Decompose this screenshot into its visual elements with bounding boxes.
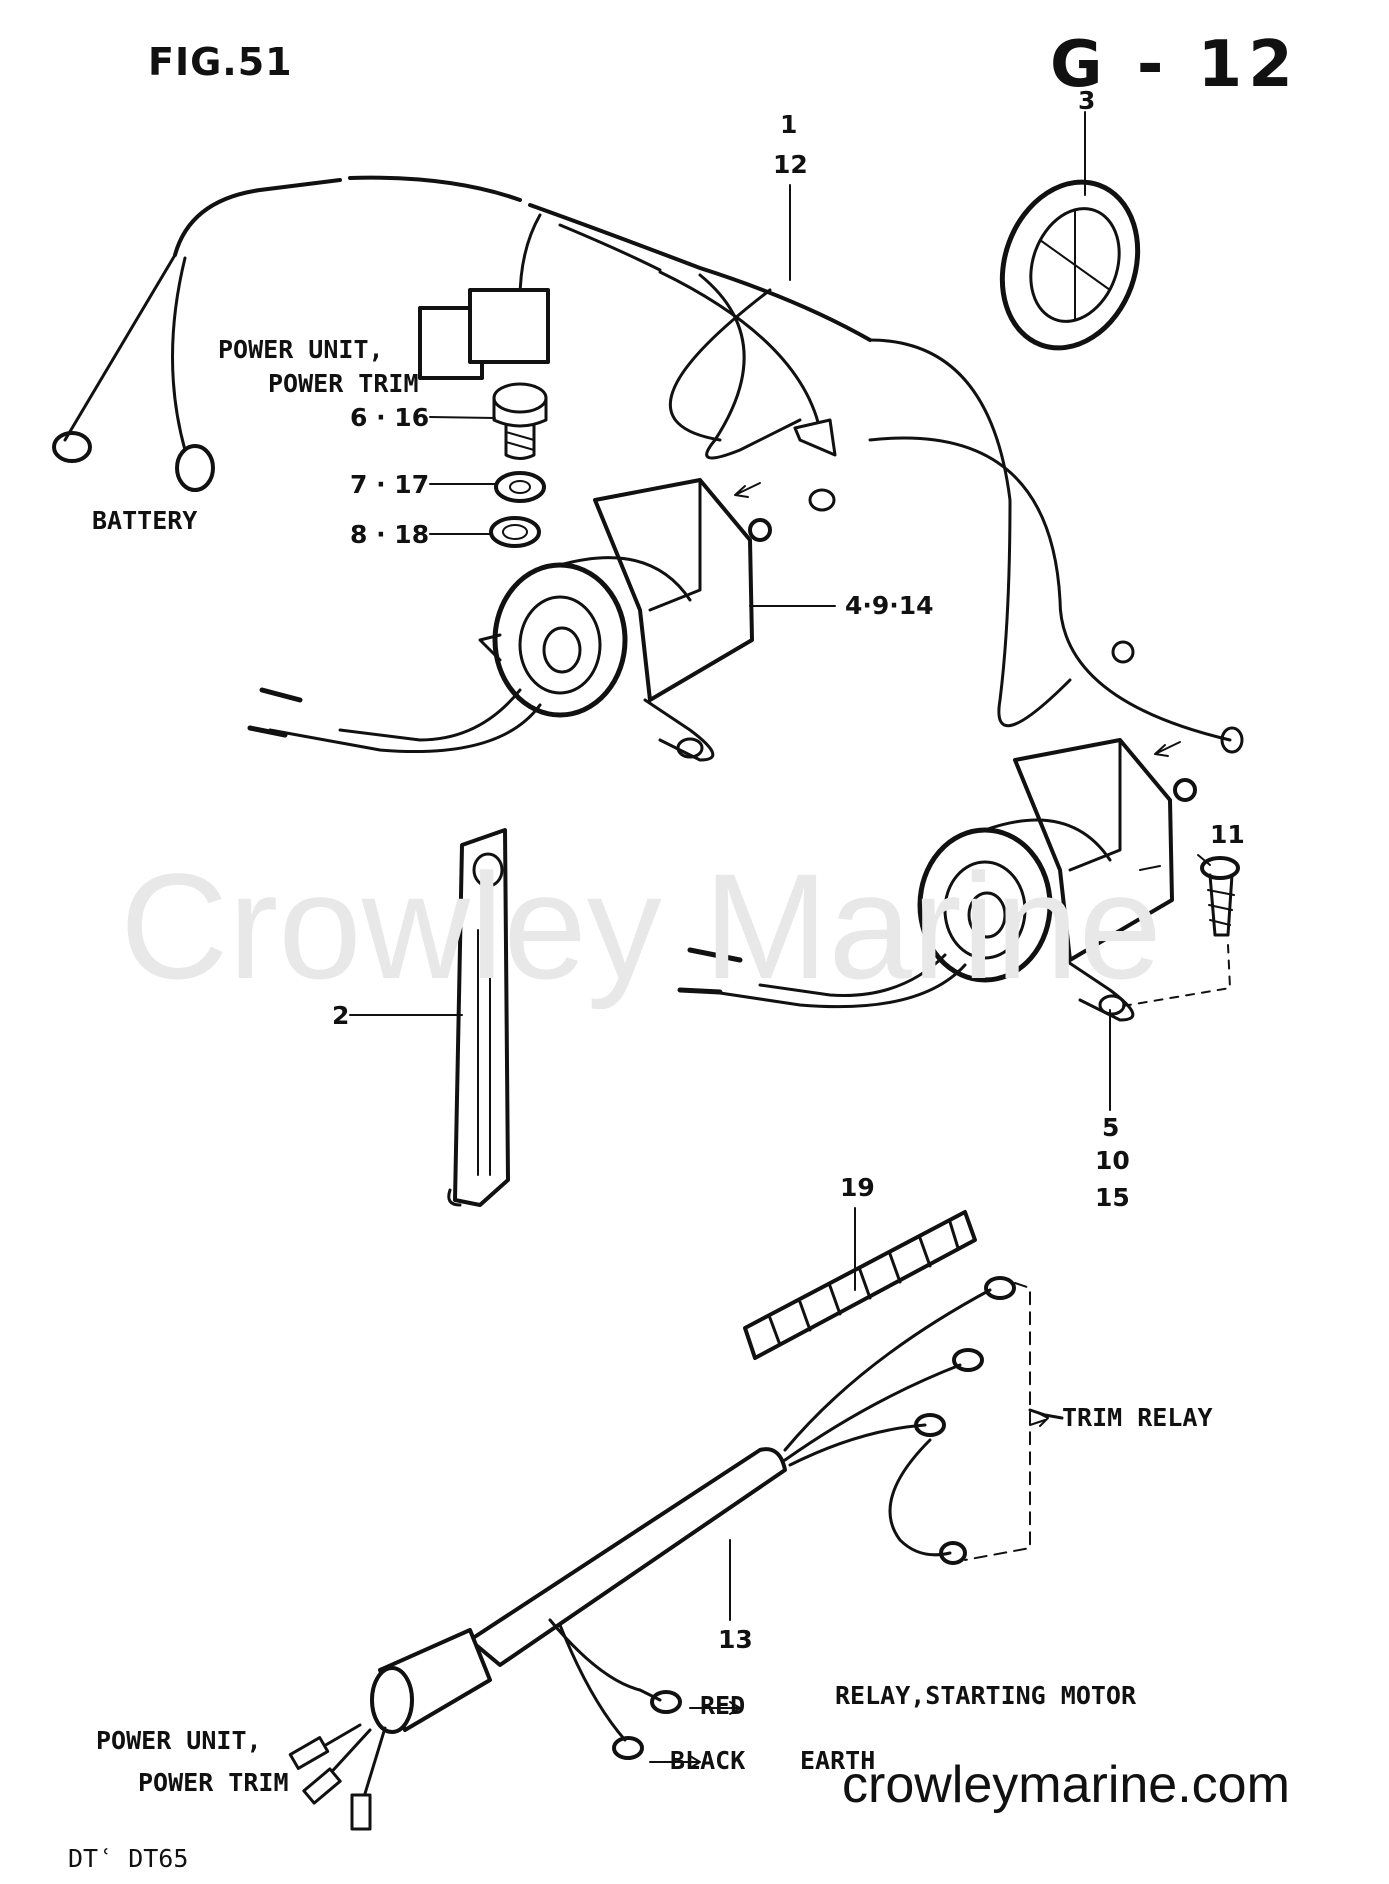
- callout-7-17: 7 · 17: [350, 470, 430, 499]
- callout-13: 13: [718, 1625, 753, 1654]
- relay-lower: [677, 738, 1240, 1022]
- bolt-and-washers: [489, 382, 548, 548]
- figure-number: FIG.51: [148, 40, 293, 84]
- label-trim-relay: TRIM RELAY: [1062, 1403, 1213, 1432]
- label-power-unit-bottom-2: POWER TRIM: [138, 1768, 289, 1797]
- callout-4-9-14: 4·9·14: [845, 591, 934, 620]
- leader-lines: [349, 111, 1211, 1769]
- callout-15: 15: [1095, 1183, 1130, 1212]
- callout-3: 3: [1078, 86, 1096, 115]
- callout-6-16: 6 · 16: [350, 403, 430, 432]
- callout-12: 12: [773, 150, 808, 179]
- watermark: Crowley Marine: [120, 842, 1162, 1010]
- site-url: crowleymarine.com: [842, 1756, 1290, 1814]
- label-red: RED: [700, 1691, 746, 1720]
- page-code: G - 12: [1050, 28, 1299, 102]
- label-battery: BATTERY: [92, 506, 198, 535]
- wire-harness-top: [52, 175, 1244, 754]
- label-black: BLACK: [670, 1746, 746, 1775]
- relay-upper: [247, 478, 772, 762]
- callout-10: 10: [1095, 1146, 1130, 1175]
- callout-19: 19: [840, 1173, 875, 1202]
- callout-8-18: 8 · 18: [350, 520, 430, 549]
- label-red-destination: RELAY,STARTING MOTOR: [835, 1681, 1137, 1710]
- label-power-unit-top-1: POWER UNIT,: [218, 335, 384, 364]
- callout-11: 11: [1210, 820, 1245, 849]
- wire-harness-lower: [288, 1276, 1064, 1831]
- callout-2: 2: [332, 1001, 350, 1030]
- clamp-strip: [447, 828, 510, 1207]
- callout-5: 5: [1102, 1113, 1120, 1142]
- spiral-tube: [743, 1210, 977, 1360]
- model-codes: DTʿ DT65: [68, 1844, 189, 1873]
- label-power-unit-bottom-1: POWER UNIT,: [96, 1726, 262, 1755]
- label-black-destination: EARTH: [800, 1746, 876, 1775]
- label-power-unit-top-2: POWER TRIM: [268, 369, 419, 398]
- callout-1: 1: [780, 110, 798, 139]
- grommet: [999, 179, 1141, 351]
